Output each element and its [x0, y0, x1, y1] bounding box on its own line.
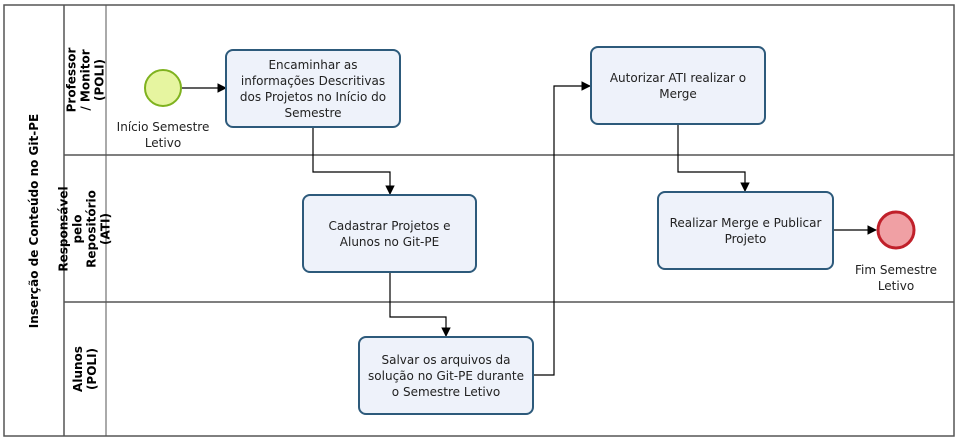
- flow-salvar-to-autorizar: [533, 81, 591, 376]
- lane-label-alunos: Alunos (POLI): [71, 346, 99, 392]
- flow-cadastrar-to-salvar: [389, 272, 451, 337]
- task-cadastrar-label: Cadastrar Projetos e Alunos no Git-PE: [328, 218, 451, 249]
- pool-label: Inserção de Conteúdo no Git-PE: [27, 113, 41, 328]
- lane-label-responsavel: Responsável pelo Repositório (ATI): [57, 185, 113, 272]
- task-encaminhar[interactable]: [225, 49, 401, 128]
- start-event[interactable]: [144, 69, 182, 107]
- task-realizar-label: Realizar Merge e Publicar Projeto: [669, 215, 822, 246]
- start-event-label: Início Semestre Letivo: [116, 120, 210, 150]
- end-event[interactable]: [876, 210, 916, 250]
- end-event-label: Fim Semestre Letivo: [855, 263, 937, 293]
- lane-label-professor: Professor / Monitor (POLI): [64, 47, 107, 113]
- flow-encaminhar-to-cadastrar: [312, 127, 395, 195]
- task-autorizar-label: Autorizar ATI realizar o Merge: [609, 70, 747, 101]
- task-realizar[interactable]: [657, 191, 834, 270]
- task-salvar-label: Salvar os arquivos da solução no Git-PE …: [368, 352, 524, 399]
- flow-autorizar-to-realizar: [677, 124, 750, 192]
- task-salvar[interactable]: [358, 336, 534, 415]
- task-cadastrar[interactable]: [302, 194, 477, 273]
- task-autorizar[interactable]: [590, 46, 766, 125]
- task-encaminhar-label: Encaminhar as informações Descritivas do…: [239, 57, 387, 120]
